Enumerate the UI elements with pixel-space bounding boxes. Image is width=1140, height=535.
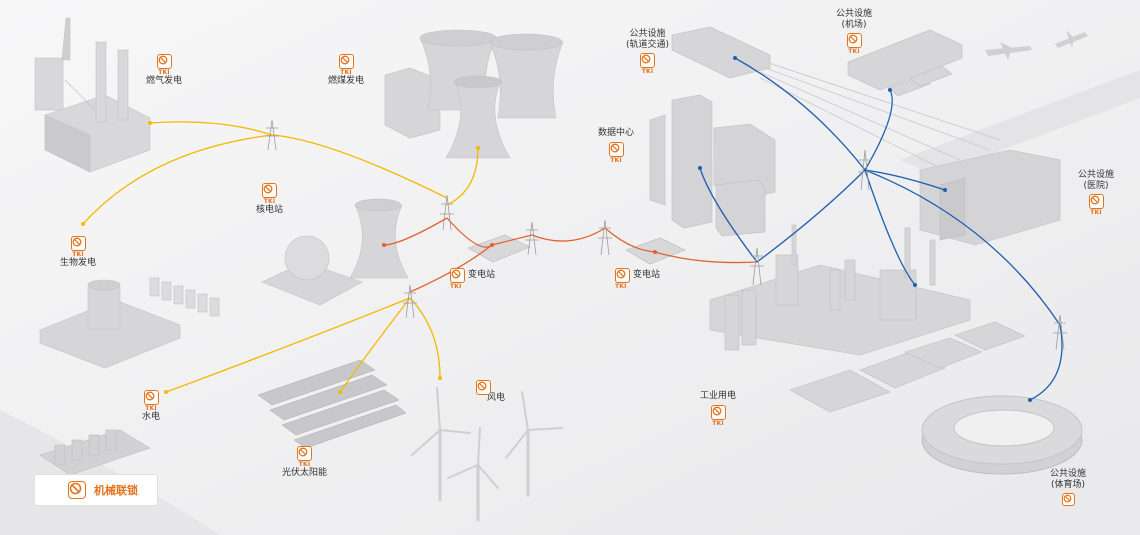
rail-station — [671, 26, 771, 79]
site-data-center: 数据中心 TKI — [598, 128, 634, 164]
pylon-distribution — [750, 247, 764, 286]
stadium-building — [921, 395, 1083, 475]
tki-badge-text: TKI — [615, 283, 627, 290]
interlock-icon — [338, 54, 354, 69]
generation-lines — [82, 121, 479, 393]
site-label: 水电 — [142, 412, 161, 422]
site-nuclear-power: TKI 核电站 — [256, 183, 283, 216]
site-label: 核电站 — [256, 205, 284, 215]
interlock-icon — [476, 380, 491, 395]
site-stadium: 公共设施 (体育场) — [1050, 469, 1086, 506]
site-hospital: 公共设施 (医院) TKI — [1078, 170, 1114, 216]
interlock-icon — [710, 405, 726, 420]
site-coal-power: TKI 燃煤发电 — [328, 54, 364, 87]
site-label: 数据中心 — [598, 128, 635, 138]
site-hydro-power: TKI 水电 — [142, 390, 160, 423]
pylon-stadium — [1053, 314, 1067, 351]
airport-terminal — [847, 29, 963, 97]
pylon-renewable — [403, 284, 417, 319]
interlock-icon — [297, 446, 312, 461]
coal-power-plant — [384, 29, 564, 159]
tki-badge-text: TKI — [158, 69, 170, 76]
pylon-mid-1 — [525, 221, 539, 256]
site-label: 燃煤发电 — [328, 76, 365, 86]
site-label-line2: (机场) — [841, 20, 867, 30]
interlock-icon — [70, 236, 86, 251]
site-label-line1: 公共设施 — [1078, 170, 1115, 180]
pylon-nuclear — [440, 194, 454, 231]
tki-badge-text: TKI — [72, 251, 84, 258]
site-label-line1: 公共设施 — [629, 29, 666, 39]
connection-dots — [81, 56, 1032, 402]
legend-label: 机械联锁 — [94, 484, 138, 497]
tki-badge-text: TKI — [145, 405, 157, 412]
nuclear-power-plant — [261, 198, 409, 306]
interlock-icon — [846, 33, 862, 48]
site-label-line2: (医院) — [1083, 181, 1109, 191]
hospital-building — [919, 149, 1061, 246]
site-wind-power: 风电 — [462, 380, 505, 404]
pylon-hub — [858, 149, 872, 191]
tki-badge-text: TKI — [610, 157, 622, 164]
interlock-icon — [1088, 194, 1104, 209]
biomass-plant — [39, 277, 220, 369]
site-label-line2: (轨道交通) — [626, 40, 670, 50]
wind-turbines — [411, 387, 563, 522]
site-label-line2: (体育场) — [1050, 480, 1086, 490]
interlock-icon — [156, 54, 172, 69]
tki-badge-text: TKI — [712, 420, 724, 427]
tki-badge-text: TKI — [340, 69, 352, 76]
tki-badge-text: TKI — [1090, 209, 1102, 216]
site-label: 燃气发电 — [146, 76, 183, 86]
gas-power-plant — [34, 17, 151, 173]
site-label: 风电 — [487, 393, 506, 403]
interlock-icon — [615, 268, 630, 283]
legend: 机械联锁 — [34, 474, 158, 506]
transmission-pylons — [265, 119, 1067, 351]
interlock-icon — [608, 142, 624, 157]
tki-badge-text: TKI — [450, 283, 462, 290]
industrial-complex — [709, 224, 1026, 413]
distribution-lines — [699, 57, 1063, 401]
site-label-line1: 公共设施 — [836, 9, 873, 19]
interlock-icon — [262, 183, 277, 198]
hydro-dam — [39, 429, 151, 476]
tki-badge-text: TKI — [641, 68, 654, 75]
site-substation-1: 变电站 TKI — [450, 268, 495, 290]
site-airport: 公共设施 (机场) TKI — [836, 9, 872, 55]
site-label: 变电站 — [633, 270, 661, 280]
airplane-icons — [985, 30, 1088, 60]
site-label: 工业用电 — [700, 391, 737, 401]
site-solar-power: TKI 光伏太阳能 — [282, 446, 327, 479]
site-label: 生物发电 — [60, 258, 97, 268]
solar-array — [257, 359, 407, 449]
interlock-icon — [640, 53, 656, 68]
runway — [900, 70, 1140, 175]
site-label: 光伏太阳能 — [282, 468, 328, 478]
site-biomass-power: TKI 生物发电 — [60, 236, 96, 269]
tki-badge-text: TKI — [263, 198, 276, 205]
substation-structure-1 — [467, 234, 531, 263]
pylon-gas — [265, 119, 279, 151]
lock-prohibited-icon — [68, 481, 86, 499]
site-rail-transit: 公共设施 (轨道交通) TKI — [626, 29, 669, 75]
interlock-icon — [1061, 493, 1075, 506]
site-label-line1: 公共设施 — [1050, 469, 1087, 479]
tki-badge-text: TKI — [298, 461, 311, 468]
tki-badge-text: TKI — [848, 48, 860, 55]
site-substation-2: 变电站 TKI — [615, 268, 660, 290]
site-gas-power: TKI 燃气发电 — [146, 54, 182, 87]
interlock-icon — [143, 390, 159, 405]
site-label: 变电站 — [468, 270, 496, 280]
interlock-icon — [450, 268, 465, 283]
site-industrial-power: 工业用电 TKI — [700, 391, 736, 427]
pylon-mid-2 — [598, 219, 612, 256]
rail-tracks — [759, 59, 1001, 169]
